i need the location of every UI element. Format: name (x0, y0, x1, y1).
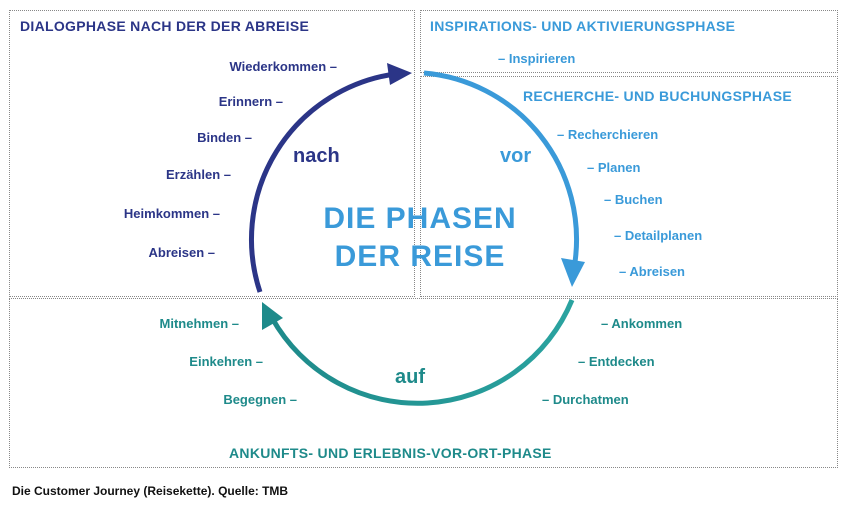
after-arc-label: nach (293, 145, 340, 167)
research-item: – Recherchieren (557, 127, 659, 142)
during-phase-arc (269, 299, 575, 406)
before-phase-arrowhead (561, 258, 585, 287)
arrival-item-right: – Entdecken (578, 354, 655, 369)
arrival-phase-title: ANKUNFTS- UND ERLEBNIS-VOR-ORT-PHASE (229, 445, 552, 461)
center-title-line1: DIE PHASEN (323, 202, 517, 235)
arrival-item-left: Begegnen – (223, 392, 297, 407)
inspiration-item: – Inspirieren (498, 51, 576, 66)
dialog-item: Abreisen – (148, 245, 215, 260)
arrival-item-right: – Durchatmen (542, 392, 629, 407)
before-phase-arc (423, 70, 580, 263)
dialog-item: Heimkommen – (123, 206, 220, 221)
research-item: – Abreisen (619, 264, 685, 279)
dialog-item: Binden – (197, 130, 252, 145)
dialog-phase-title: DIALOGPHASE NACH DER DER ABREISE (20, 18, 310, 34)
dialog-item: Erinnern – (218, 94, 283, 109)
dialog-item: Wiederkommen – (229, 59, 337, 74)
research-item: – Planen (587, 160, 641, 175)
center-title: DIE PHASEN DER REISE (290, 200, 550, 276)
research-item: – Buchen (604, 192, 663, 207)
inspiration-phase-title: INSPIRATIONS- UND AKTIVIERUNGSPHASE (430, 18, 736, 34)
figure-caption: Die Customer Journey (Reisekette). Quell… (12, 484, 289, 498)
dialog-item: Erzählen – (165, 167, 231, 182)
during-phase-arrowhead (262, 302, 283, 330)
inspiration-phase-box (420, 10, 838, 73)
research-phase-title: RECHERCHE- UND BUCHUNGSPHASE (523, 88, 792, 104)
during-arc-label: auf (395, 366, 425, 388)
dialog-phase-box (9, 10, 415, 297)
arrival-item-right: – Ankommen (601, 316, 683, 331)
before-arc-label: vor (500, 145, 532, 167)
after-phase-arrowhead (387, 63, 412, 85)
research-phase-box (420, 76, 838, 297)
after-phase-arc (248, 71, 396, 293)
center-title-line2: DER REISE (334, 240, 506, 273)
arrival-item-left: Mitnehmen – (159, 316, 239, 331)
arrival-item-left: Einkehren – (189, 354, 263, 369)
research-item: – Detailplanen (614, 228, 703, 243)
arrival-phase-box (9, 298, 838, 468)
